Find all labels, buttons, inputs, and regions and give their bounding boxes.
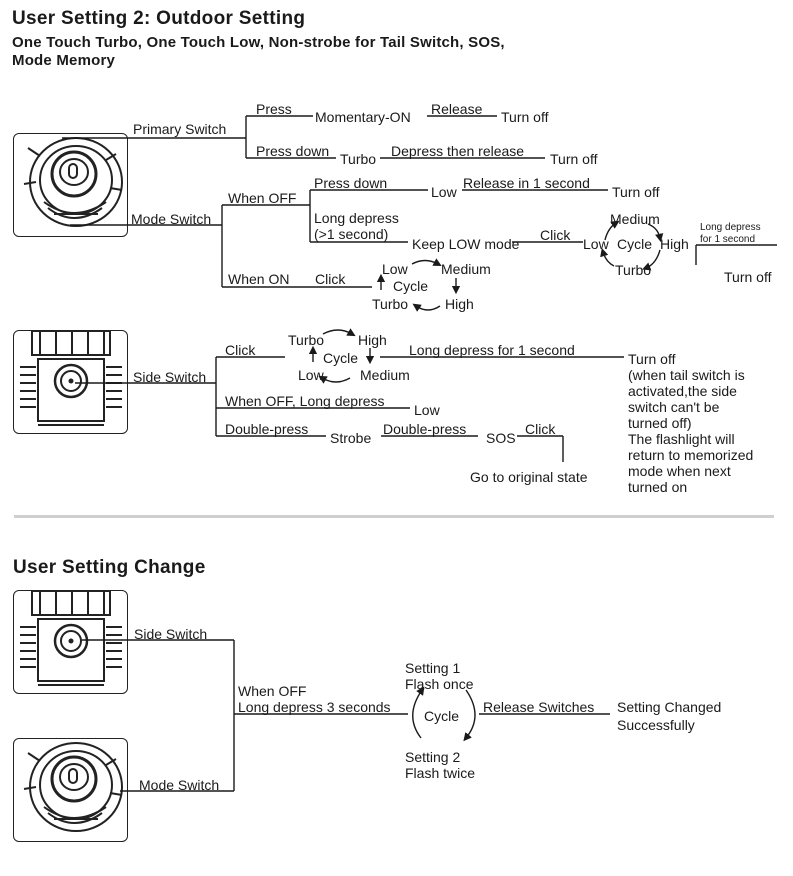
cycle2-center-label: Cycle [393,278,429,294]
keep-low-mode-label: Keep LOW mode [412,236,520,252]
double-press-label: Double-press [383,421,467,437]
side-turn-off-label: Turn off [628,351,676,367]
side-note-line: turned off) [628,415,692,431]
click-label: Click [525,421,556,437]
strobe-label: Strobe [330,430,372,446]
side-note-line: switch can't be [628,399,720,415]
cycle2-medium-label: Medium [441,261,491,277]
setting-changed-label: Setting Changed [617,699,722,715]
mode-switch-label: Mode Switch [139,777,220,793]
tail-switch-icon [23,742,123,832]
release-in-1s-label: Release in 1 second [463,175,590,191]
cycle-low-label: Low [583,236,609,252]
tail-switch-image-2 [13,738,128,842]
turn-off-label: Turn off [501,109,549,125]
when-off-label: When OFF [228,190,297,206]
side-cycle-center-label: Cycle [323,350,359,366]
side-note-line: The flashlight will [628,431,735,447]
go-to-original-state-label: Go to original state [470,469,588,485]
section-title: User Setting Change [13,557,206,578]
side-switch-image-2 [13,590,128,694]
side-note-line: mode when next [628,463,731,479]
press-down-label: Press down [256,143,330,159]
side-switch-icon [20,331,122,426]
setting-2-label: Setting 2 [405,749,461,765]
side-switch-image [13,330,128,434]
side-note-line: (when tail switch is [628,367,745,383]
momentary-on-label: Momentary-ON [315,109,411,125]
low-label: Low [431,184,457,200]
sos-label: SOS [486,430,516,446]
side-note-line: return to memorized [628,447,754,463]
for-1-second-small-label: for 1 second [700,234,756,245]
when-off-label: When OFF [238,683,307,699]
section-subtitle-line1: One Touch Turbo, One Touch Low, Non-stro… [12,34,505,51]
cycle-high-label: High [660,236,689,252]
cycle2-low-label: Low [382,261,408,277]
long-depress-1s-label: Long depress for 1 second [409,342,575,358]
press-down-label: Press down [314,175,388,191]
side-note-line: turned on [628,479,688,495]
cycle-medium-label: Medium [610,211,660,227]
cycle-center-label: Cycle [617,236,653,252]
click-label: Click [225,342,256,358]
when-on-label: When ON [228,271,290,287]
flash-once-label: Flash once [405,676,474,692]
press-label: Press [256,101,292,117]
side-cycle-high-label: High [358,332,387,348]
long-depress-sub-label: (>1 second) [314,226,389,242]
when-off-long-depress-label: When OFF, Long depress [225,393,385,409]
flash-twice-label: Flash twice [405,765,476,781]
depress-then-release-label: Depress then release [391,143,525,159]
click-label: Click [540,227,571,243]
cycle2-turbo-label: Turbo [372,296,409,312]
section-subtitle-line2: Mode Memory [12,52,116,69]
release-switches-label: Release Switches [483,699,595,715]
click-label: Click [315,271,346,287]
successfully-label: Successfully [617,717,695,733]
side-cycle-turbo-label: Turbo [288,332,325,348]
side-note-line: activated,the side [628,383,737,399]
side-switch-icon [20,591,122,686]
mode-switch-label: Mode Switch [131,211,212,227]
low-label: Low [414,402,440,418]
turn-off-label: Turn off [550,151,598,167]
setting-1-label: Setting 1 [405,660,461,676]
side-cycle-low-label: Low [298,367,324,383]
side-switch-label: Side Switch [134,626,208,642]
double-press-label: Double-press [225,421,309,437]
side-cycle-medium-label: Medium [360,367,410,383]
side-switch-label: Side Switch [133,369,207,385]
cycle-turbo-label: Turbo [615,262,652,278]
section-divider [14,515,774,518]
section-title: User Setting 2: Outdoor Setting [12,8,306,29]
turn-off-label: Turn off [724,269,772,285]
turn-off-label: Turn off [612,184,660,200]
cycle-label: Cycle [424,708,460,724]
long-depress-3s-label: Long depress 3 seconds [238,699,391,715]
long-depress-small-label: Long depress [700,222,761,233]
cycle2-high-label: High [445,296,474,312]
release-label: Release [431,101,483,117]
long-depress-label: Long depress [314,210,399,226]
primary-switch-label: Primary Switch [133,121,227,137]
turbo-label: Turbo [340,151,377,167]
side-note: (when tail switch is activated,the side … [628,367,788,495]
